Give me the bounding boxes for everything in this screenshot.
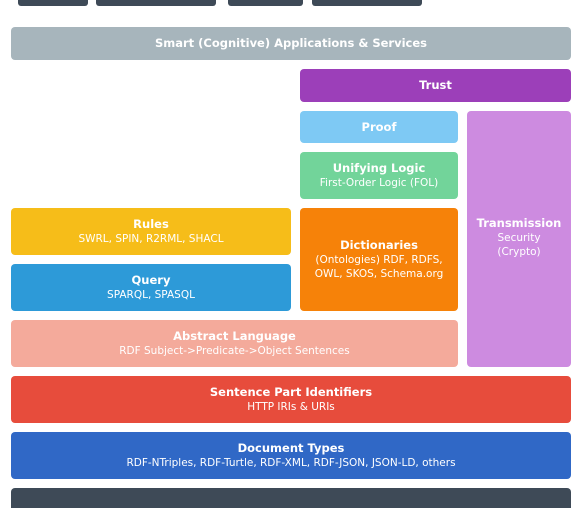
layer-title: Unifying Logic xyxy=(332,161,426,175)
layer-title: Query xyxy=(131,273,171,287)
layer-title: Proof xyxy=(361,119,397,134)
layer-sentence-part-identifiers: Sentence Part Identifiers HTTP IRIs & UR… xyxy=(11,376,571,423)
layer-subtitle: SWRL, SPIN, R2RML, SHACL xyxy=(78,233,224,245)
layer-subtitle: First-Order Logic (FOL) xyxy=(319,177,439,189)
layer-proof: Proof xyxy=(300,111,458,143)
layer-rules: Rules SWRL, SPIN, R2RML, SHACL xyxy=(11,208,291,255)
layer-title: Dictionaries xyxy=(340,238,418,252)
layer-subtitle-line2: (Crypto) xyxy=(497,246,541,258)
layer-title: Smart (Cognitive) Applications & Service… xyxy=(154,36,428,50)
layer-subtitle-line1: (Ontologies) RDF, RDFS, xyxy=(315,254,443,266)
layer-subtitle-line1: Security xyxy=(497,232,541,244)
layer-unifying-logic: Unifying Logic First-Order Logic (FOL) xyxy=(300,152,458,199)
layer-subtitle: HTTP IRIs & URIs xyxy=(247,401,335,413)
layer-title: Trust xyxy=(419,78,452,92)
cut-off-heading xyxy=(0,0,579,10)
layer-bottom-cut-off xyxy=(11,488,571,508)
layer-smart-applications: Smart (Cognitive) Applications & Service… xyxy=(11,27,571,60)
layer-subtitle: RDF-NTriples, RDF-Turtle, RDF-XML, RDF-J… xyxy=(126,457,456,469)
layer-transmission: Transmission Security (Crypto) xyxy=(467,111,571,367)
layer-trust: Trust xyxy=(300,69,571,102)
layer-subtitle: RDF Subject->Predicate->Object Sentences xyxy=(119,345,350,357)
layer-title: Abstract Language xyxy=(173,329,296,343)
layer-dictionaries: Dictionaries (Ontologies) RDF, RDFS, OWL… xyxy=(300,208,458,311)
layer-title: Transmission xyxy=(476,216,562,230)
layer-title: Rules xyxy=(133,217,169,231)
layer-subtitle: SPARQL, SPASQL xyxy=(107,289,195,301)
layer-abstract-language: Abstract Language RDF Subject->Predicate… xyxy=(11,320,458,367)
layer-title: Document Types xyxy=(237,441,345,455)
layer-document-types: Document Types RDF-NTriples, RDF-Turtle,… xyxy=(11,432,571,479)
layer-query: Query SPARQL, SPASQL xyxy=(11,264,291,311)
layer-title: Sentence Part Identifiers xyxy=(209,385,373,399)
layer-subtitle-line2: OWL, SKOS, Schema.org xyxy=(314,268,444,280)
